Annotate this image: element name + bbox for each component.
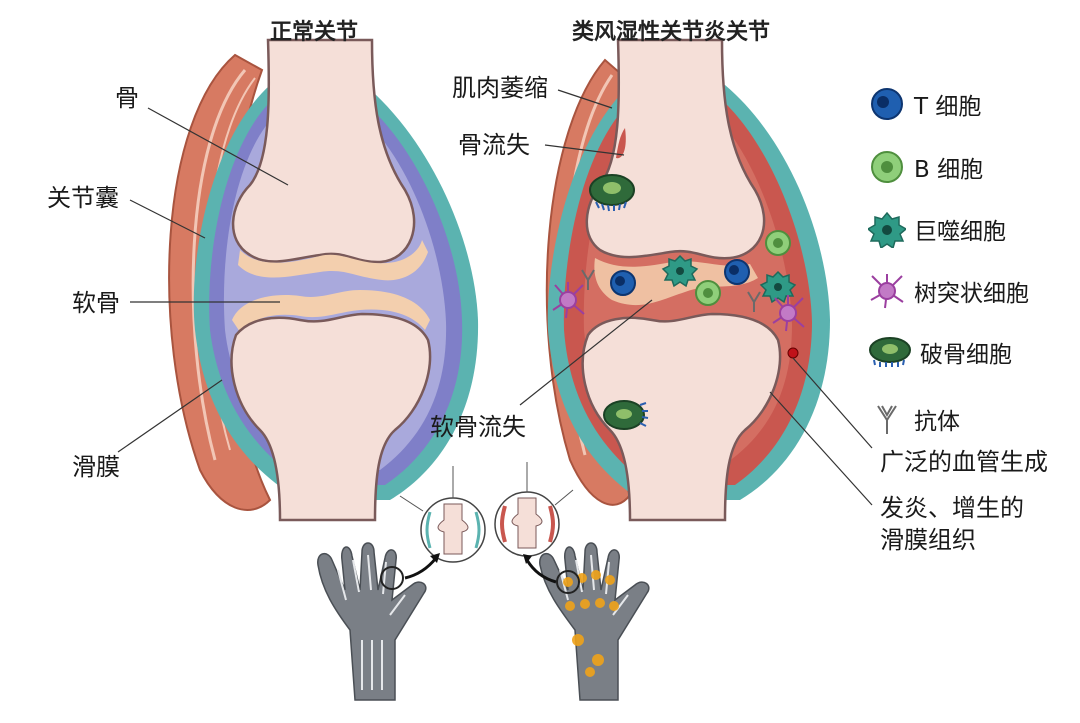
legend-antibody: 抗体 xyxy=(868,400,960,438)
antibody-icon xyxy=(877,405,897,434)
ra-arrow xyxy=(525,559,557,584)
legend-macrophage: 巨噬细胞 xyxy=(868,210,1006,248)
cartilage-loss-label: 软骨流失 xyxy=(430,413,526,441)
ra-hand xyxy=(539,542,650,701)
macrophage-icon xyxy=(868,211,906,248)
dendritic-cell-icon xyxy=(870,274,904,309)
t-cell-icon xyxy=(871,88,903,120)
legend-t-cell: T 细胞 xyxy=(868,85,981,123)
macrophage xyxy=(759,270,797,304)
normal-hand-highlight xyxy=(380,566,404,590)
antibody xyxy=(581,269,761,312)
inflamed-synovium-label-2: 滑膜组织 xyxy=(880,526,976,554)
synovium-label: 滑膜 xyxy=(72,453,120,481)
normal-magnifier xyxy=(399,466,486,563)
ra-joint-title: 类风湿性关节炎关节 xyxy=(572,20,771,45)
osteoclast-upper xyxy=(589,174,635,212)
normal-lower-cartilage xyxy=(232,290,430,332)
legend-osteoclast: 破骨细胞 xyxy=(868,335,1012,369)
dendritic-cell xyxy=(552,282,585,319)
b-cell-icon xyxy=(871,151,903,183)
normal-arrow xyxy=(404,557,438,580)
ra-hand-highlight xyxy=(556,570,580,594)
ra-magnifier xyxy=(494,462,574,557)
ra-lower-bone xyxy=(581,312,782,522)
ra-joint xyxy=(545,38,830,522)
leader-lines xyxy=(117,89,873,506)
blood-vessel-dot xyxy=(787,347,799,359)
legend-label: B 细胞 xyxy=(914,157,984,183)
legend-label: 树突状细胞 xyxy=(914,281,1029,307)
t-cell xyxy=(610,270,636,296)
bone-label: 骨 xyxy=(115,84,139,112)
normal-upper-bone xyxy=(231,38,416,264)
normal-upper-cartilage xyxy=(238,240,428,281)
dendritic-cell xyxy=(772,295,805,332)
bone-loss-label: 骨流失 xyxy=(458,131,530,159)
legend-dendritic-cell: 树突状细胞 xyxy=(868,272,1029,310)
angiogenesis-label: 广泛的血管生成 xyxy=(880,448,1048,476)
inflamed-synovium-label-1: 发炎、增生的 xyxy=(880,494,1024,522)
cartilage-label: 软骨 xyxy=(72,289,120,317)
t-cell xyxy=(724,259,750,285)
b-cell xyxy=(695,280,721,306)
normal-joint xyxy=(168,38,479,522)
legend-label: 巨噬细胞 xyxy=(914,219,1006,245)
osteoclast-lower xyxy=(603,400,649,430)
muscle-atrophy-label: 肌肉萎缩 xyxy=(452,74,548,102)
macrophage xyxy=(661,254,699,288)
b-cell xyxy=(765,230,791,256)
legend-label: 破骨细胞 xyxy=(920,342,1012,368)
normal-lower-bone xyxy=(230,312,432,522)
legend-b-cell: B 细胞 xyxy=(868,148,983,186)
capsule-label: 关节囊 xyxy=(47,184,119,212)
legend-label: 抗体 xyxy=(914,409,960,435)
normal-hand xyxy=(317,542,427,701)
osteoclast-icon xyxy=(869,337,911,367)
legend-label: T 细胞 xyxy=(914,94,982,120)
normal-joint-title: 正常关节 xyxy=(270,20,359,45)
